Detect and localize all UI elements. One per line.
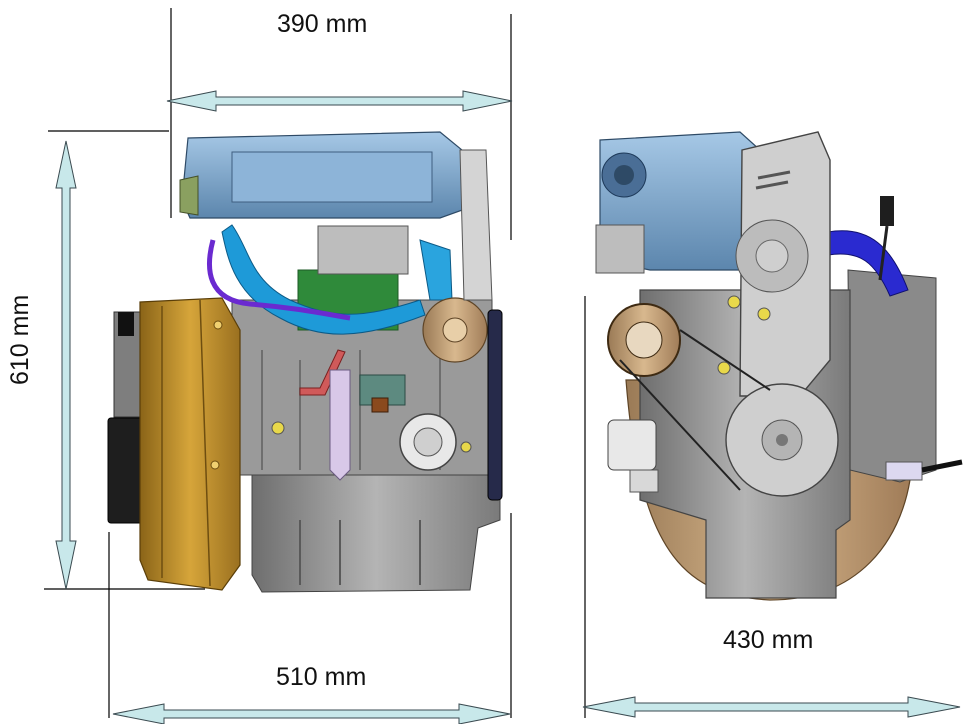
extension-lines bbox=[44, 8, 586, 718]
dimension-label-top-width: 390 mm bbox=[277, 10, 368, 38]
engine-side-view bbox=[107, 131, 503, 593]
dimension-label-length: 510 mm bbox=[276, 663, 367, 691]
oil-filter-front bbox=[607, 419, 657, 471]
belt-edge bbox=[487, 309, 503, 501]
purple-hose-right bbox=[827, 230, 909, 297]
arrow-bottom bbox=[112, 703, 511, 724]
purple-hose bbox=[206, 239, 351, 321]
dimension-label-height: 610 mm bbox=[6, 294, 34, 385]
arrow-right bbox=[582, 696, 961, 718]
engine-front-view bbox=[595, 131, 963, 601]
flywheel-housing bbox=[139, 297, 241, 591]
dimension-label-front-width: 430 mm bbox=[723, 626, 814, 654]
arrow-top bbox=[166, 90, 513, 112]
oil-pan bbox=[251, 469, 501, 593]
arrow-left-vertical bbox=[55, 140, 77, 590]
